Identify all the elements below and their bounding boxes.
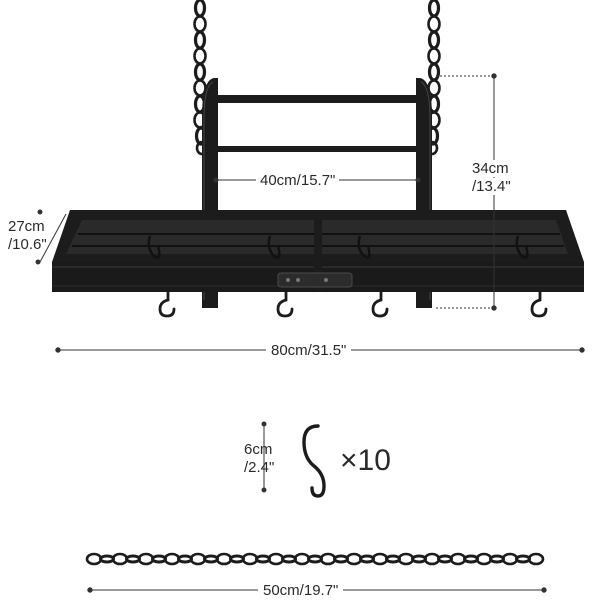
chain-link [501,552,519,566]
chain-link [359,554,375,564]
chain-link [255,554,271,564]
chain-link [333,554,349,564]
height-label-cm: 34cm [470,160,511,177]
chain-link [189,552,207,566]
chain-link [307,554,323,564]
chain-length-label: 50cm/19.7" [258,582,344,599]
chain-link [241,552,259,566]
chain-link [203,554,219,564]
chain-link [85,552,103,566]
chain-link [489,554,505,564]
chain-link [423,552,441,566]
chain-link [319,552,337,566]
chain-link [293,552,311,566]
chain-link [345,552,363,566]
chain-link [281,554,297,564]
chain-link [125,554,141,564]
chain-link [177,554,193,564]
chain-link-icon [85,552,545,566]
chain-link [371,552,389,566]
chain-link [437,554,453,564]
hook-size-label-in: /2.4" [244,459,275,476]
chain-link [527,552,545,566]
depth-label-in: /10.6" [8,236,47,253]
chain-link [515,554,531,564]
chain-link [475,552,493,566]
chain-link [385,554,401,564]
hook-size-label-cm: 6cm [244,441,273,458]
inner-width-label: 40cm/15.7" [256,172,340,189]
chain-link [99,554,115,564]
height-label-in: /13.4" [470,178,513,195]
chain-link [267,552,285,566]
chain-link [397,552,415,566]
chain-link [411,554,427,564]
chain-link [137,552,155,566]
chain-link [463,554,479,564]
chain-link [151,554,167,564]
s-hook-detail-icon [302,424,326,498]
hook-quantity-label: ×10 [340,444,391,477]
right-hanging-chain-icon [425,0,441,156]
chain-link [163,552,181,566]
chain-link [215,552,233,566]
s-hook-icon [158,290,548,318]
rack-tray [52,210,584,292]
chain-link [449,552,467,566]
chain-link [229,554,245,564]
chain-link [111,552,129,566]
length-label: 80cm/31.5" [266,342,352,359]
depth-label-cm: 27cm [8,218,45,235]
